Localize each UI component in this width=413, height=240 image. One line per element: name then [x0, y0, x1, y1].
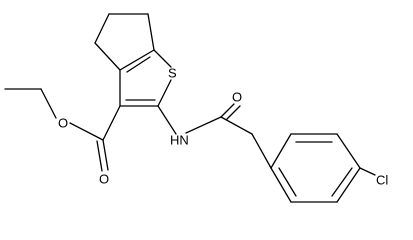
bond — [359, 167, 376, 176]
bond — [40, 88, 57, 119]
bond — [94, 13, 110, 44]
bond — [336, 133, 361, 169]
bond — [157, 105, 177, 135]
thiophene-ring — [119, 49, 172, 107]
sulfur-atom-label: S — [168, 66, 177, 81]
bond — [220, 103, 235, 118]
bond — [185, 116, 222, 134]
cyclopentane-ring — [94, 13, 155, 71]
bond — [157, 79, 172, 107]
bond — [331, 167, 353, 197]
bond — [102, 139, 109, 171]
chlorophenyl-ring — [270, 133, 376, 203]
ester-ether-oxygen-label: O — [58, 116, 68, 131]
ethyl-ester-group — [4, 88, 121, 172]
bond — [336, 167, 361, 203]
bond — [94, 42, 121, 71]
chlorine-atom-label: Cl — [376, 173, 388, 188]
molecule-structure: S HN O O O Cl — [4, 13, 388, 203]
bond — [153, 49, 172, 68]
nh-atom-label: HN — [170, 133, 189, 148]
bond — [102, 105, 121, 141]
bond — [119, 49, 155, 71]
bond — [220, 116, 253, 135]
bond — [69, 122, 104, 141]
bond — [270, 167, 292, 203]
bond — [278, 167, 297, 197]
amide-group — [157, 103, 272, 169]
bond — [226, 105, 241, 120]
bond — [96, 140, 103, 172]
bond — [251, 133, 272, 169]
bond — [126, 56, 151, 73]
bond — [270, 133, 292, 169]
ester-carbonyl-oxygen-label: O — [99, 172, 109, 187]
bond — [147, 13, 155, 51]
ketone-oxygen-label: O — [232, 90, 242, 105]
